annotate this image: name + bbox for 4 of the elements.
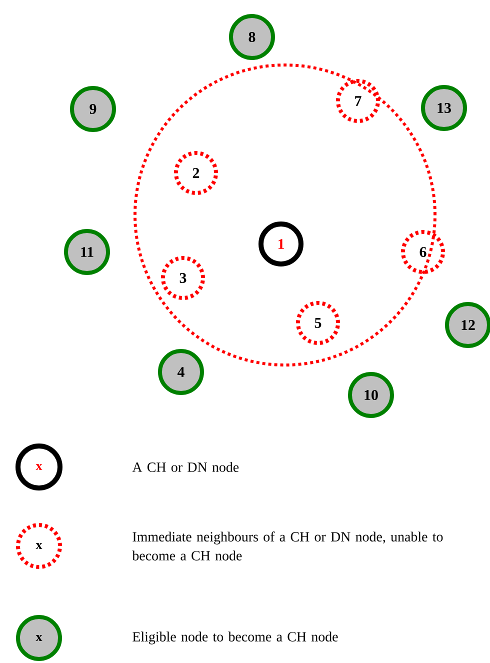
legend-text: A CH or DN node <box>132 462 239 472</box>
range-circle <box>134 64 436 366</box>
legend-text: Immediate neighbours of a CH or DN node, unable to become a CH node <box>132 532 443 560</box>
legend-text: Eligible node to become a CH node <box>132 632 338 644</box>
